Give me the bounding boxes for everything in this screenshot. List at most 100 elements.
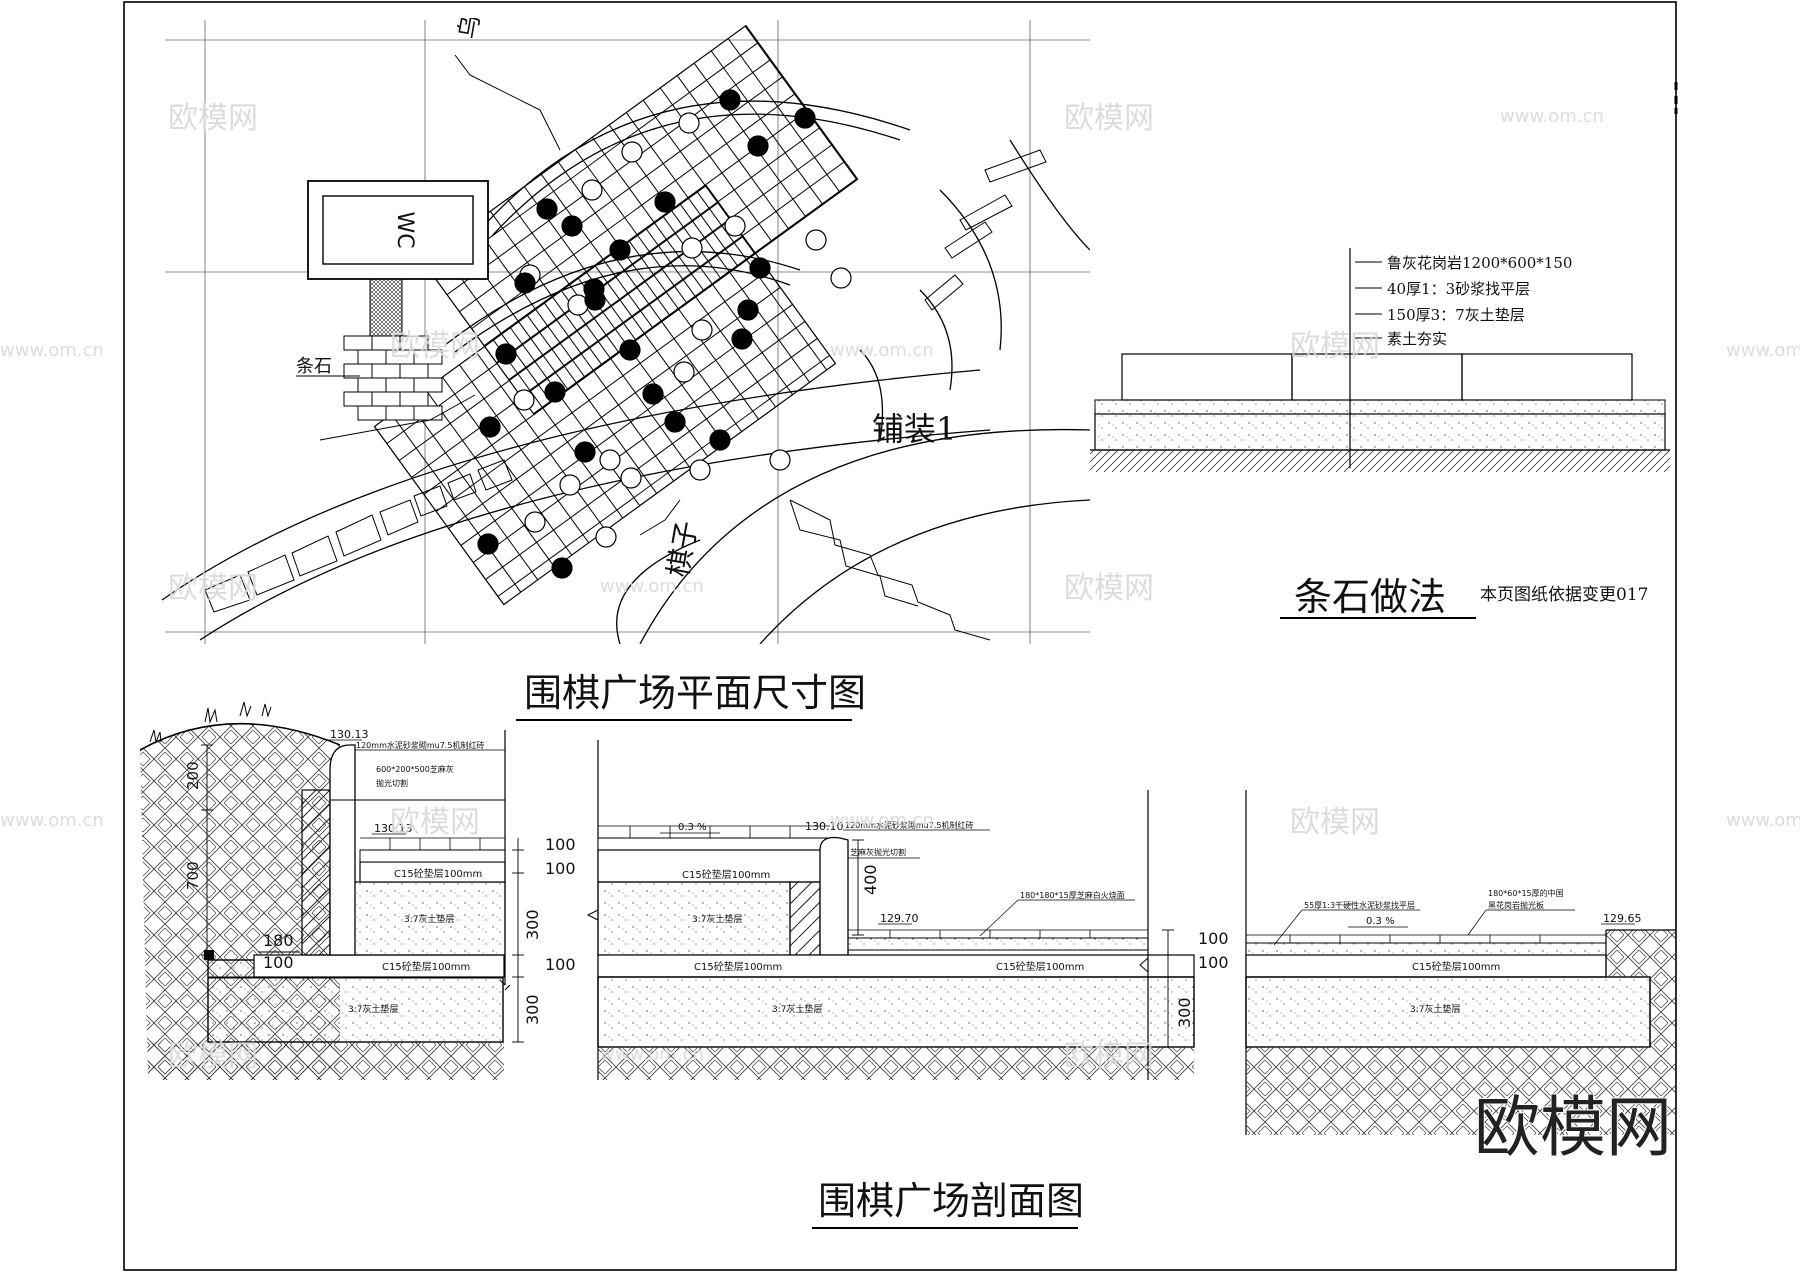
black-stone [536,198,558,220]
board-grid-line [459,364,590,544]
black-stone [544,381,566,403]
dim-180: 180 [263,931,294,950]
black-stone [654,191,676,213]
wall-brick [343,335,373,351]
black-stone [479,416,501,438]
wm-13: 欧模网 [390,805,480,840]
wm-3: www.om.cn [1500,106,1604,127]
white-stone [724,215,746,237]
board-grid-line [679,204,811,383]
lime-sec2-upper: 3:7灰土垫层 [692,913,743,925]
board-grid-line [744,25,858,181]
wall-brick [371,391,401,407]
c15-sec2-lower-a: C15砼垫层100mm [694,960,782,973]
wm-9: 欧模网 [168,571,258,606]
wm-4: www.om.cn [0,340,104,361]
board-grid-line [645,228,777,408]
board-grid-line [594,265,726,445]
c15-sec1-lower: C15砼垫层100mm [382,960,470,973]
board-grid-line [391,413,522,593]
white-stone [691,319,713,341]
board-grid-line [471,93,796,330]
dim-100-e: 100 [1198,929,1229,948]
sheet-border [123,1,1677,1271]
wm-16: www.om.cn [1726,810,1800,831]
board-grid-line [442,376,573,556]
dim-400: 400 [861,864,880,895]
board-grid-line [398,219,732,461]
lime-sec2-lower: 3:7灰土垫层 [772,1003,823,1015]
stone-note-2: 黑花岗岩抛光板 [1488,900,1544,910]
black-stone [794,107,816,129]
wm-1: 欧模网 [168,101,258,136]
board-grid-line [472,223,586,378]
black-stone [477,533,499,555]
board-grid-line [557,161,671,316]
slope-sec3: 0.3 % [1366,916,1395,927]
wm-17: 欧模网 [168,1039,258,1074]
white-stone [805,229,827,251]
wm-6: www.om.cn [830,340,934,361]
white-stone [559,474,581,496]
board-grid-line [485,338,818,580]
white-stone [621,141,643,163]
board-grid-line [386,202,719,444]
black-stone [731,328,753,350]
c15-sec2-lower-b: C15砼垫层100mm [996,960,1084,973]
section-title: 围棋广场剖面图 [818,1179,1084,1223]
black-stone [747,135,769,157]
wall-brick [399,363,429,379]
stone-detail-title: 条石做法 [1294,575,1446,619]
stone-layer-1: 鲁灰花岗岩1200*600*150 [1387,254,1572,272]
elev-129-65: 129.65 [1603,912,1642,925]
wall-brick [343,391,373,407]
go-board-lower [373,184,837,606]
brick-note-2: 120mm水泥砂浆砌mu7.5机制红砖 [845,820,973,830]
elev-129-70: 129.70 [880,912,919,925]
board-grid-line [497,355,830,597]
cap-note-3: 芝麻灰抛光切割 [850,847,906,857]
cap-note-1: 600*200*500芝麻灰 [376,764,454,774]
white-stone [513,389,535,411]
stone-layer-4: 素土夯实 [1387,330,1447,348]
board-grid-line [611,253,743,432]
lime-sec1-upper: 3:7灰土垫层 [404,913,455,925]
lime-sec1-lower: 3:7灰土垫层 [348,1003,399,1015]
black-stone [609,239,631,261]
white-stone [524,511,546,533]
wall-brick [385,405,415,421]
black-stone [709,429,731,451]
board-grid-line [423,253,756,495]
black-stone [619,339,641,361]
board-grid-line [574,149,688,304]
white-stone [769,449,791,471]
watermarks: 欧模网 欧模网 www.om.cn www.om.cn 欧模网 www.om.c… [0,101,1800,1074]
board-grid-line [625,112,739,267]
wm-8: www.om.cn [1726,340,1800,361]
board-grid-line [540,174,654,329]
black-stone [749,257,771,279]
stone-detail-note: 本页图纸依据变更017 [1480,585,1648,605]
white-stone [689,459,711,481]
plan-view: WC 条石 胶带铺装 作法另详 铺装1 棋子 乌 [162,18,1090,644]
black-stone [514,272,536,294]
wall-brick [357,349,387,365]
black-stone [664,411,686,433]
wm-14: www.om.cn [830,810,934,831]
white-stone [678,112,700,134]
board-grid-line [425,389,556,568]
wm-11: 欧模网 [1064,571,1154,606]
wm-15: 欧模网 [1290,805,1380,840]
board-grid-line [493,339,624,519]
slope-sec2: 0.3 % [678,822,707,833]
black-stone [737,299,759,321]
wall-brick [357,405,387,421]
wm-10: www.om.cn [600,576,704,597]
wm-2: 欧模网 [1064,101,1154,136]
stone-layer-2: 40厚1：3砂浆找平层 [1387,280,1530,298]
board-grid-line [408,401,539,581]
wm-18: www.om.cn [600,1044,704,1065]
wall-brick [357,377,387,393]
white-stone [595,526,617,548]
